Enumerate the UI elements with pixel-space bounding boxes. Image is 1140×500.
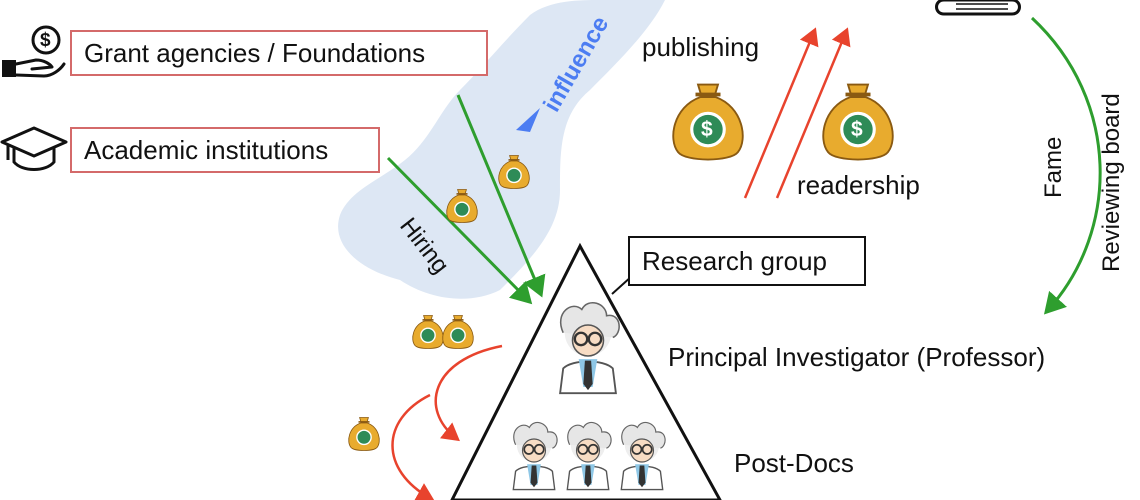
fame-arrow: [1030, 16, 1102, 315]
graduation-cap-icon: [0, 126, 68, 171]
hiring-arrow: [386, 156, 533, 305]
readership-arrow: [775, 27, 851, 199]
research-group-box: Research group: [628, 236, 866, 286]
money-to-students-arrow: [391, 393, 435, 500]
academic-institutions-box: Academic institutions: [70, 127, 380, 173]
moneybag-icon: [411, 314, 445, 350]
influence-cloud: [338, 0, 665, 299]
dollar-sign: $: [701, 118, 713, 141]
post-docs-label: Post-Docs: [734, 448, 854, 478]
reviewing-board-label: Reviewing board: [1098, 93, 1125, 272]
moneybag-icon: [441, 314, 475, 350]
fame-label: Fame: [1040, 136, 1067, 198]
money-to-postdocs-arrow: [434, 344, 503, 442]
grant-to-group-arrow: [456, 94, 546, 298]
grant-agencies-box: Grant agencies / Foundations: [70, 30, 488, 76]
grant-agencies-label: Grant agencies / Foundations: [84, 38, 426, 68]
publishing-label: publishing: [642, 32, 760, 62]
dollar-sign: $: [40, 30, 51, 51]
academic-institutions-label: Academic institutions: [84, 135, 329, 165]
hand-money-icon: [2, 25, 66, 78]
research-group-label: Research group: [642, 246, 827, 276]
moneybag-icon: [347, 416, 381, 452]
dollar-sign: $: [851, 118, 863, 141]
book-stack-icon: [935, 0, 1021, 16]
influence-arrowhead: [516, 108, 540, 132]
principal-investigator-label: Principal Investigator (Professor): [668, 342, 1046, 372]
publishing-arrow: [743, 27, 819, 199]
readership-label: readership: [797, 170, 920, 200]
